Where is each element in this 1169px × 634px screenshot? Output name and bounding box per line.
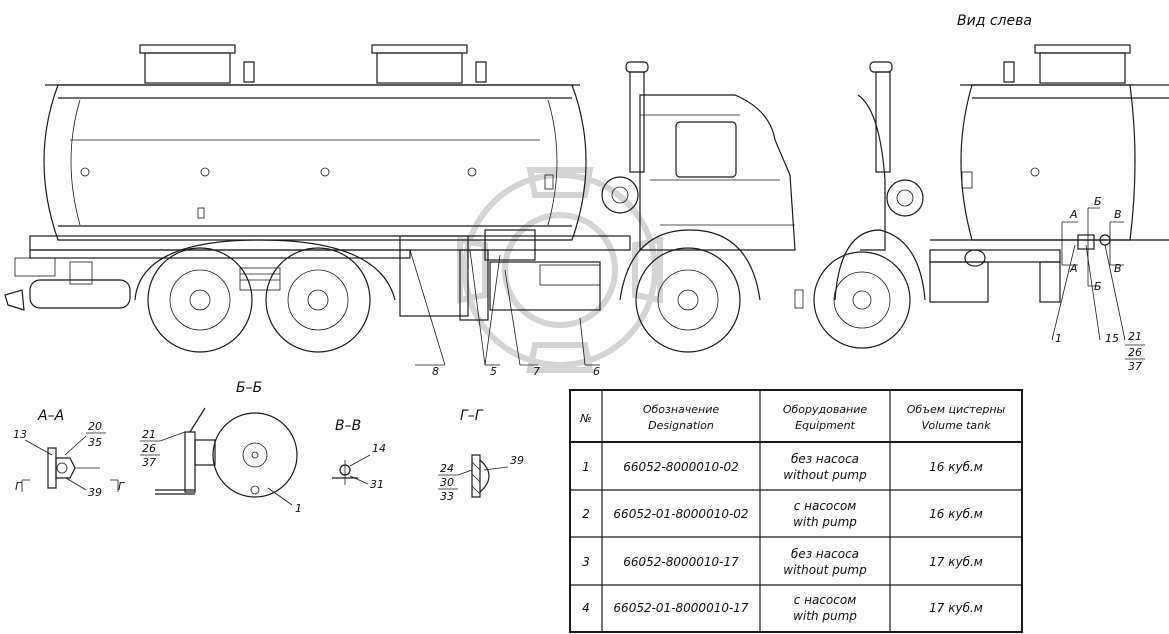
section-markers: А А Б Б В В [1061, 195, 1124, 293]
section-b-b-37: 37 [142, 456, 156, 469]
table-row-3-eq-en: without pump [783, 563, 867, 577]
table-row-1-volume: 16 куб.м [929, 460, 983, 474]
table-header-designation-en: Designation [648, 419, 714, 432]
section-mark-b-bottom: Б [1094, 280, 1102, 293]
section-a-a: А–А Г Г 13 20 35 39 [13, 408, 125, 499]
callout-5: 5 [490, 365, 497, 378]
callout-21: 21 [1128, 330, 1142, 343]
section-v-v-31: 31 [370, 478, 384, 491]
table-row-3-eq-ru: без насоса [791, 547, 859, 561]
table-row-2-volume: 16 куб.м [929, 507, 983, 521]
table-row-1-eq-en: without pump [783, 468, 867, 482]
section-b-b-title: Б–Б [236, 380, 262, 396]
table-row-1-num: 1 [582, 460, 590, 474]
section-g-g-30: 30 [440, 476, 454, 489]
section-v-v: В–В 14 31 [332, 418, 386, 491]
section-mark-v-top: В [1114, 208, 1122, 221]
leader-lines [409, 244, 1126, 366]
section-mark-b-top: Б [1094, 195, 1102, 208]
section-mark-a-top: А [1069, 208, 1078, 221]
section-b-b-26: 26 [142, 442, 156, 455]
section-mark-a-bottom: А [1069, 262, 1078, 275]
section-a-a-39: 39 [88, 486, 102, 499]
table-row-4-eq-ru: с насосом [794, 593, 857, 607]
section-g-g: Г–Г 24 30 33 39 [438, 408, 524, 503]
view-title: Вид слева [957, 13, 1032, 29]
table-row-2-eq-ru: с насосом [794, 499, 857, 513]
section-v-v-14: 14 [372, 442, 386, 455]
callout-37: 37 [1128, 360, 1142, 373]
callout-7: 7 [533, 365, 540, 378]
table-row-4-eq-en: with pump [793, 609, 857, 623]
table-row-1-eq-ru: без насоса [791, 452, 859, 466]
truck-left-view: Вид слева [813, 13, 1169, 349]
section-g-g-title: Г–Г [460, 408, 484, 424]
table-row-2-designation: 66052-01-8000010-02 [613, 507, 748, 521]
table-header-volume-en: Volume tank [921, 419, 991, 432]
section-a-a-20: 20 [88, 420, 102, 433]
section-a-a-13: 13 [13, 428, 27, 441]
spec-table: № Обозначение Designation Оборудование E… [569, 389, 1023, 633]
table-row-2-num: 2 [582, 507, 590, 521]
table-header-designation-ru: Обозначение [643, 403, 720, 416]
section-a-a-g2: Г [118, 480, 125, 493]
callout-15: 15 [1105, 332, 1119, 345]
table-row-1-designation: 66052-8000010-02 [623, 460, 739, 474]
callout-6: 6 [593, 365, 600, 378]
callout-8: 8 [432, 365, 439, 378]
table-row-2-eq-en: with pump [793, 515, 857, 529]
section-mark-v-bottom: В [1114, 262, 1122, 275]
section-a-a-title: А–А [37, 408, 64, 424]
section-b-b-21: 21 [142, 428, 156, 441]
callouts: 8 5 7 6 1 15 21 26 37 [432, 330, 1145, 378]
section-g-g-33: 33 [440, 490, 454, 503]
table-row-3-designation: 66052-8000010-17 [623, 555, 739, 569]
section-b-b-1: 1 [295, 502, 302, 515]
table-header-equipment-en: Equipment [795, 419, 855, 432]
section-a-a-g1: Г [15, 480, 22, 493]
table-header-num: № [579, 412, 591, 425]
table-row-4-designation: 66052-01-8000010-17 [613, 601, 749, 615]
section-g-g-24: 24 [440, 462, 454, 475]
watermark-gear [457, 167, 663, 373]
callout-1: 1 [1055, 332, 1062, 345]
section-v-v-title: В–В [335, 418, 361, 434]
table-row-3-volume: 17 куб.м [929, 555, 983, 569]
callout-26: 26 [1128, 346, 1142, 359]
table-row-4-num: 4 [582, 601, 590, 615]
truck-side-view [4, 44, 804, 353]
table-header-volume-ru: Объем цистерны [907, 403, 1006, 416]
table-row-3-num: 3 [582, 555, 590, 569]
table-header-equipment-ru: Оборудование [783, 403, 868, 416]
section-b-b: Б–Б 21 26 37 1 [140, 380, 302, 515]
section-a-a-35: 35 [88, 436, 102, 449]
table-row-4-volume: 17 куб.м [929, 601, 983, 615]
section-g-g-39: 39 [510, 454, 524, 467]
